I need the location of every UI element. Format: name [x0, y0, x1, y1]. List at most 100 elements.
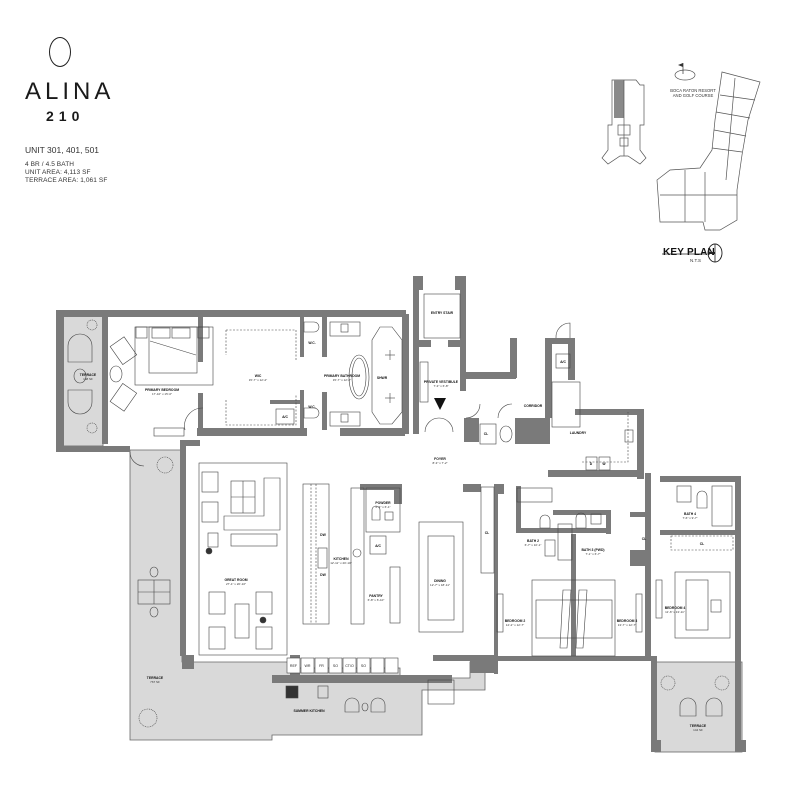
appliance-row: REF WR FR SO CT/O SO — [286, 657, 399, 674]
sectional-sofa-icon — [223, 477, 281, 531]
label-bath-4: BATH 4 — [684, 512, 696, 516]
key-plan-landmark: BOCA RATON RESORT AND GOLF COURSE — [668, 88, 718, 98]
label-dryer: D — [590, 462, 593, 466]
dims-primary-bathroom: 15'-7" x 12'-2" — [333, 378, 351, 382]
cooktop-icon — [352, 548, 362, 558]
entry-elevator — [423, 293, 461, 339]
sink-icon — [624, 429, 634, 443]
label-pantry: PANTRY — [369, 594, 383, 598]
bedroom-4-rug — [674, 571, 731, 639]
lounge-chair-icon — [679, 697, 697, 717]
armchair-icon — [201, 501, 219, 523]
door-swing — [129, 451, 145, 467]
plant-icon — [660, 675, 676, 691]
entry-arrow-icon — [434, 398, 446, 410]
label-washer: W — [602, 462, 606, 466]
dresser-icon — [153, 427, 185, 437]
label-terrace-south: TERRACE — [147, 676, 164, 680]
label-wic: WIC — [255, 374, 262, 378]
plant-icon — [86, 319, 98, 331]
label-closet-bed4: CL — [642, 537, 647, 541]
armchair-icon — [208, 591, 226, 615]
door-swing — [555, 322, 571, 339]
label-great-room: GREAT ROOM — [224, 578, 247, 582]
area-terrace-east: 144 SF — [693, 728, 703, 732]
dims-bedroom-4: 11'-6" x 13'-11" — [665, 610, 685, 614]
dims-powder: 6'-3" x 6'-1" — [375, 505, 390, 509]
great-room-rug — [198, 462, 288, 656]
label-closet-bath4: CL — [700, 542, 705, 546]
label-dw-bottom: DW — [320, 573, 326, 577]
bathtub-icon — [348, 354, 370, 400]
room-labels: TERRACE 148 SF PRIMARY BEDROOM 17'-10" x… — [80, 311, 707, 732]
label-terrace-east: TERRACE — [690, 724, 707, 728]
appliance-wr: WR — [305, 664, 311, 668]
bed-bath-spec: 4 BR / 4.5 BATH — [25, 161, 75, 168]
label-dining: DINING — [434, 579, 446, 583]
label-wc-top: W.C. — [308, 341, 315, 345]
area-terrace-south: 767 SF — [150, 680, 160, 684]
key-plan-title: KEY PLAN — [663, 247, 715, 258]
label-bedroom-3: BEDROOM 3 — [617, 619, 638, 623]
hall-closet — [480, 486, 495, 574]
double-bed-icon — [535, 599, 613, 639]
water-heater-icon — [499, 425, 513, 443]
armchair-icon — [255, 626, 273, 650]
vanity-icon — [329, 321, 361, 337]
landmark-line-2: AND GOLF COURSE — [672, 93, 714, 98]
armchair-icon — [201, 471, 219, 493]
dining-rug — [418, 521, 464, 633]
label-bedroom-4: BEDROOM 4 — [665, 606, 686, 610]
shower-icon — [711, 485, 733, 527]
label-kitchen: KITCHEN — [333, 557, 349, 561]
outdoor-dining-table-icon — [427, 679, 455, 705]
toilet-icon — [303, 321, 320, 333]
label-closet-foyer: CL — [484, 432, 489, 436]
dims-foyer: 8'-3" x 7'-2" — [432, 461, 447, 465]
armchair-icon — [255, 591, 273, 615]
label-ac-service: A/C — [560, 360, 566, 364]
fixtures — [67, 293, 734, 728]
label-terrace-west: TERRACE — [80, 373, 97, 377]
label-primary-bedroom: PRIMARY BEDROOM — [145, 388, 179, 392]
ac-unit-box — [555, 353, 571, 369]
lounge-chair-icon — [370, 697, 386, 713]
plant-icon — [138, 708, 158, 728]
landmark-line-1: BOCA RATON RESORT — [670, 88, 716, 93]
back-counter — [350, 487, 365, 625]
king-bed-icon — [148, 326, 198, 374]
appliance-ref: REF — [290, 664, 298, 668]
terrace-west — [62, 313, 104, 447]
closet-box — [479, 423, 497, 445]
golf-green-icon — [674, 69, 696, 81]
wall-tv-icon — [635, 593, 643, 633]
terraces — [62, 313, 743, 753]
vanity-icon — [544, 539, 556, 557]
sink-icon — [590, 513, 602, 525]
label-laundry: LAUNDRY — [570, 431, 587, 435]
unit-tower-plan — [601, 79, 647, 165]
area-terrace-west: 148 SF — [83, 377, 93, 381]
appliance-so-2: SO — [361, 664, 366, 668]
label-dw-top: DW — [320, 533, 326, 537]
label-ac-kitchen: A/C — [375, 544, 381, 548]
dims-private-vestibule: 7'-3" x 6'-8" — [433, 384, 448, 388]
dims-great-room: 27'-1" x 20'-10" — [226, 582, 246, 586]
plant-icon — [714, 675, 730, 691]
lounge-chair-icon — [67, 333, 93, 363]
terrace-area-spec: TERRACE AREA: 1,061 SF — [25, 177, 108, 184]
label-summer-kitchen: SUMMER KITCHEN — [293, 709, 325, 713]
dims-bath-2: 6'-7" x 10'-1" — [525, 543, 542, 547]
wall-tv-icon — [496, 593, 504, 633]
key-plan-drawing — [601, 63, 761, 263]
toilet-icon — [539, 514, 551, 529]
chair-icon — [710, 599, 722, 613]
lounge-chair-icon — [67, 389, 93, 415]
desk-icon — [685, 579, 709, 631]
plant-icon — [86, 422, 98, 434]
washer-icon — [598, 456, 611, 471]
bathtub-icon — [516, 487, 553, 503]
ac-unit-box — [369, 535, 387, 555]
label-bath-2: BATH 2 — [527, 539, 539, 543]
